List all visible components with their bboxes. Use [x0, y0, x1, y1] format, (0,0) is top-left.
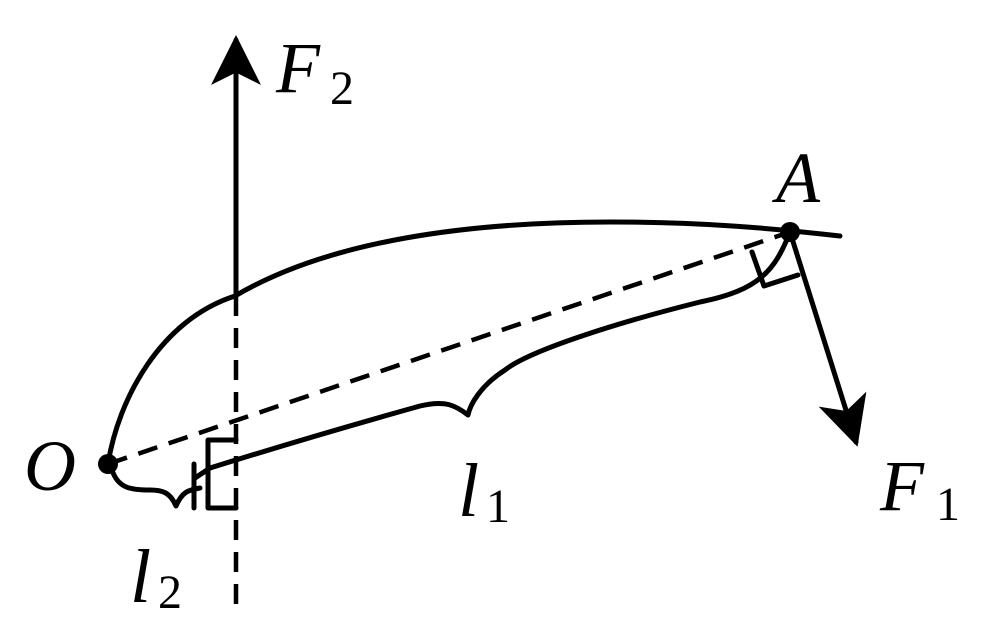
label-f1: F: [879, 446, 925, 526]
right-angle-a: [749, 249, 801, 289]
right-angle-o: [205, 437, 239, 511]
label-f2-sub: 2: [330, 62, 354, 115]
lever-body: [105, 219, 843, 467]
label-l1: l: [458, 449, 479, 533]
label-f2: F: [275, 28, 321, 108]
arm-l1-line: [107, 229, 791, 467]
label-a: A: [772, 138, 821, 218]
point-o-dot: [98, 454, 118, 474]
brace-l2: [109, 467, 203, 509]
label-l2-sub: 2: [158, 566, 182, 619]
label-l1-sub: 1: [486, 480, 510, 533]
label-l2: l: [130, 535, 151, 619]
label-o: O: [24, 426, 76, 506]
lever-underside: [192, 229, 793, 481]
point-a-dot: [780, 222, 800, 242]
label-f1-sub: 1: [936, 478, 960, 531]
f1-force-line: [787, 229, 867, 447]
